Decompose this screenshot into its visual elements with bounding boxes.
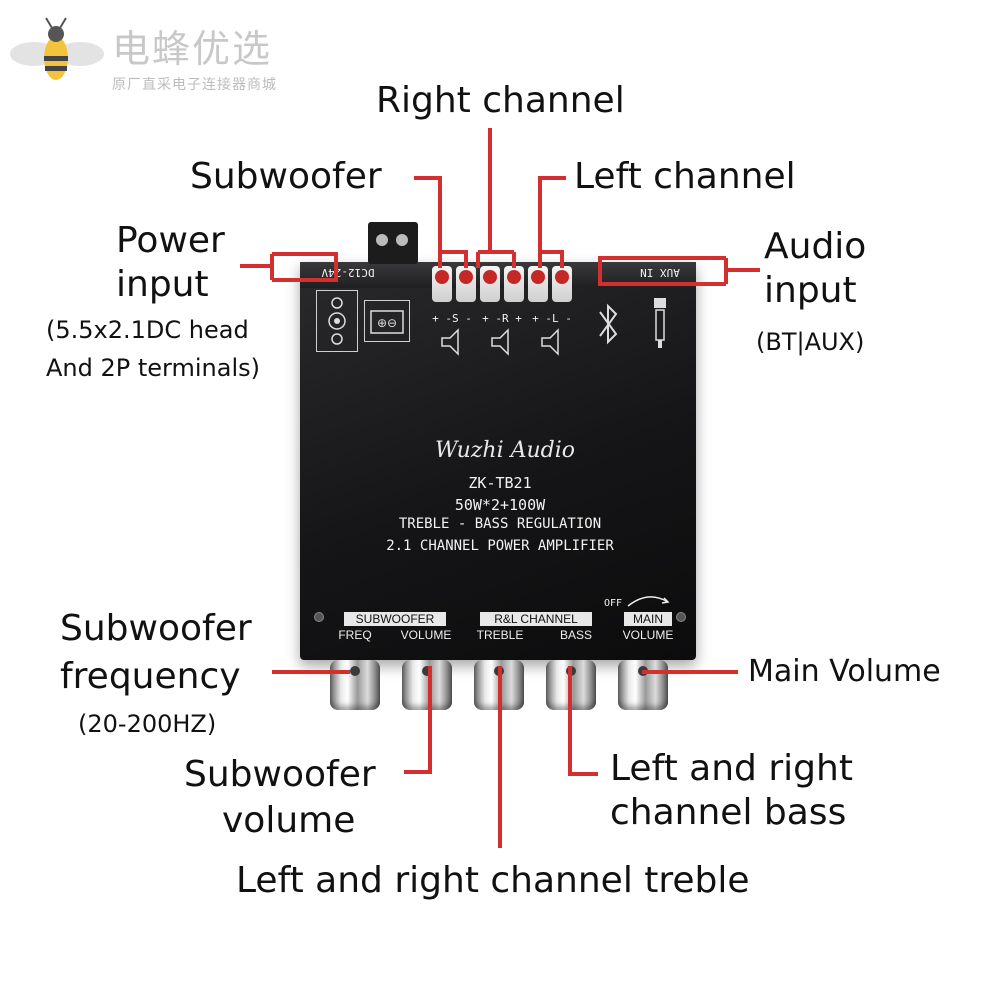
regulation-text: TREBLE - BASS REGULATION xyxy=(398,516,602,532)
amp-type-text: 2.1 CHANNEL POWER AMPLIFIER xyxy=(386,538,614,554)
callout-right-channel: Right channel xyxy=(376,80,625,121)
dc-jack-icon xyxy=(316,290,358,352)
left-terminal-minus xyxy=(552,266,572,302)
power-terminal-block xyxy=(368,222,418,264)
watermark-subtitle: 原厂直采电子连接器商城 xyxy=(112,77,277,93)
callout-sub-volume-1: Subwoofer xyxy=(184,754,376,795)
callout-power-input-note-1: (5.5x2.1DC head xyxy=(46,316,249,344)
group-main-label: MAIN xyxy=(624,612,672,626)
callout-lr-bass-1: Left and right xyxy=(610,748,853,789)
terminal-icon: ⊕⊖ xyxy=(364,300,410,342)
callout-sub-frequency-note: (20-200HZ) xyxy=(78,710,217,738)
callout-power-input-1: Power xyxy=(116,220,225,261)
callout-power-input-note-2: And 2P terminals) xyxy=(46,354,260,382)
callout-sub-frequency-2: frequency xyxy=(60,656,241,697)
aux-jack-icon xyxy=(654,298,666,348)
callout-audio-input-2: input xyxy=(764,270,857,311)
speaker-label-sub: + -S - xyxy=(432,312,472,325)
board-screw xyxy=(676,612,686,622)
callout-sub-frequency-1: Subwoofer xyxy=(60,608,252,649)
subwoofer-frequency-knob[interactable] xyxy=(330,660,380,710)
callout-subwoofer: Subwoofer xyxy=(190,156,382,197)
callout-lr-treble: Left and right channel treble xyxy=(236,860,750,901)
knob-label-main-volume: VOLUME xyxy=(622,628,674,642)
callout-left-channel: Left channel xyxy=(574,156,796,197)
subwoofer-volume-knob[interactable] xyxy=(402,660,452,710)
bee-logo-icon xyxy=(10,17,104,80)
knob-label-freq: FREQ xyxy=(338,628,372,642)
speaker-label-left: + -L - xyxy=(532,312,572,325)
left-terminal-plus xyxy=(528,266,548,302)
board-screw xyxy=(314,612,324,622)
callout-audio-input-1: Audio xyxy=(764,226,867,267)
callout-audio-input-note: (BT|AUX) xyxy=(756,328,865,356)
svg-text:⊕⊖: ⊕⊖ xyxy=(377,316,397,330)
callout-sub-volume-2: volume xyxy=(222,800,356,841)
knob-label-treble: TREBLE xyxy=(476,628,524,642)
subwoofer-terminal-plus xyxy=(432,266,452,302)
bluetooth-icon xyxy=(599,303,618,345)
model-number: ZK-TB21 xyxy=(468,474,532,492)
knob-label-sub-volume: VOLUME xyxy=(400,628,452,642)
callout-lr-bass-2: channel bass xyxy=(610,792,847,833)
power-rating: 50W*2+100W xyxy=(454,496,546,514)
group-rl-label: R&L CHANNEL xyxy=(480,612,592,626)
callout-power-input-2: input xyxy=(116,264,209,305)
callout-main-volume: Main Volume xyxy=(748,654,941,689)
speaker-icon xyxy=(441,328,559,356)
right-terminal-plus xyxy=(480,266,500,302)
speaker-label-right: + -R + xyxy=(482,312,522,325)
amplifier-board xyxy=(300,262,696,660)
right-terminal-minus xyxy=(504,266,524,302)
knob-label-bass: BASS xyxy=(559,628,592,642)
watermark-title: 电蜂优选 xyxy=(112,27,273,71)
group-subwoofer-label: SUBWOOFER xyxy=(344,612,446,626)
brand-name: Wuzhi Audio xyxy=(434,438,576,463)
off-label: OFF xyxy=(603,598,623,609)
subwoofer-terminal-minus xyxy=(456,266,476,302)
volume-arc-icon xyxy=(627,596,670,607)
